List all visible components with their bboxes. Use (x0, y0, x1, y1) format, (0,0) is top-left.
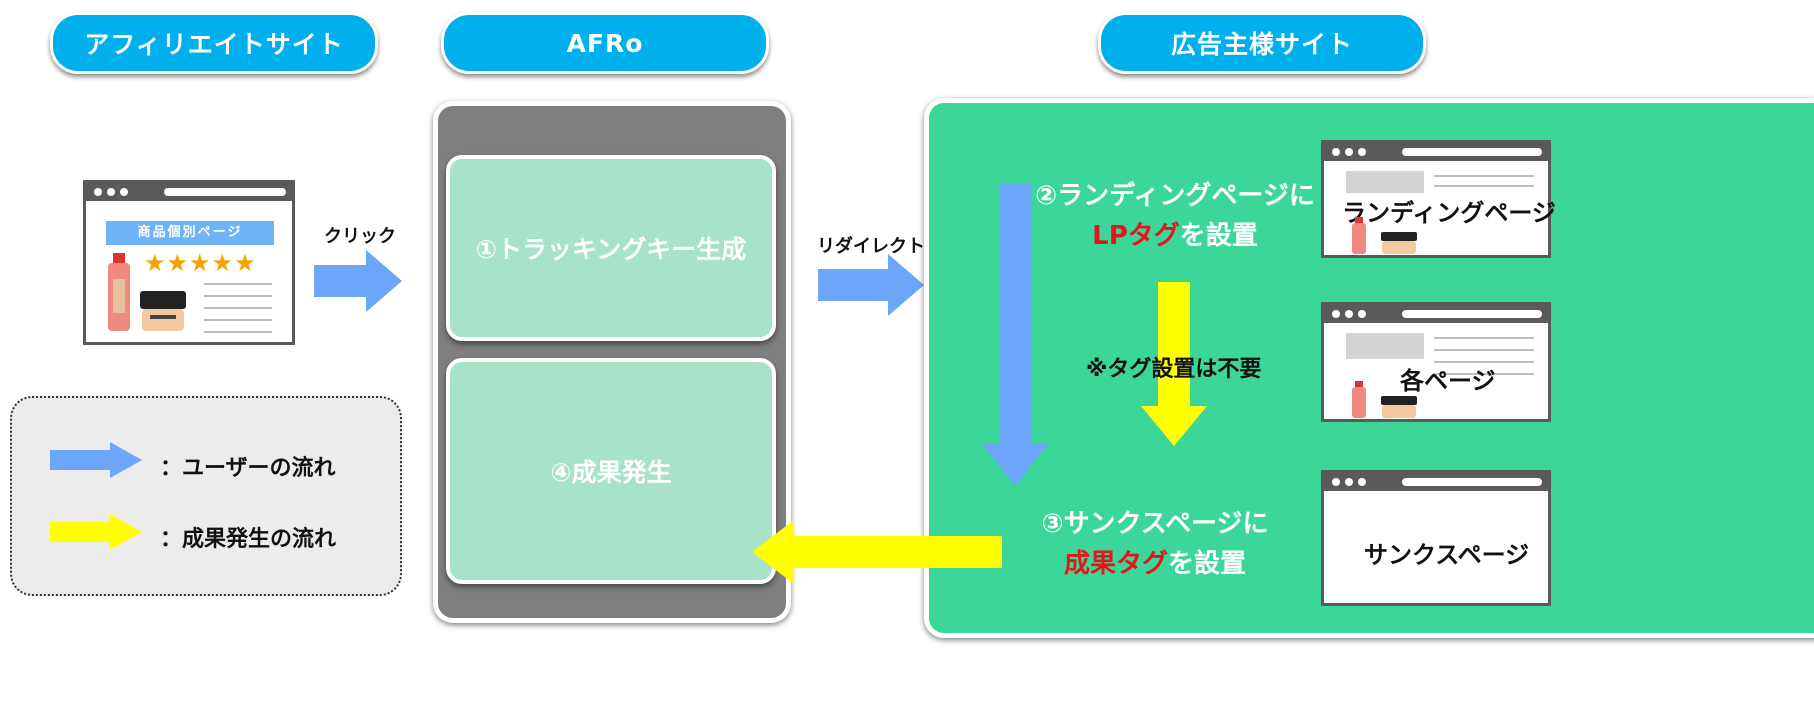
cream-jar-icon (1381, 232, 1417, 254)
legend-conversion-arrow (50, 514, 142, 550)
user-flow-arrow-click (314, 250, 402, 312)
header-afro: AFRo (441, 12, 769, 74)
thanks-page-step-text: ③サンクスページに 成果タグを設置 (1030, 504, 1280, 584)
landing-step-suffix: を設置 (1179, 221, 1258, 251)
each-page-browser: 各ページ (1321, 302, 1551, 422)
user-flow-arrow-down (982, 184, 1048, 486)
conversion-flow-arrow-left (752, 520, 1002, 584)
thanks-page-label: サンクスページ (1364, 541, 1530, 569)
redirect-label: リダイレクト (817, 236, 925, 257)
browser-window-icon: 商品個別ページ ★★★★★ (83, 180, 295, 345)
thanks-step-suffix: を設置 (1168, 549, 1247, 579)
conversion-step: ④成果発生 (446, 358, 776, 584)
each-page-label: 各ページ (1400, 367, 1496, 395)
click-label: クリック (324, 226, 396, 247)
browser-titlebar (86, 183, 292, 201)
tracking-key-step: ①トラッキングキー生成 (446, 155, 776, 341)
no-tag-note: ※タグ設置は不要 (1086, 357, 1262, 382)
star-icon: ★ (144, 249, 167, 277)
conversion-flow-arrow-down (1141, 282, 1207, 446)
thanks-step-line1: ③サンクスページに (1041, 509, 1269, 539)
legend-user-flow: ：ユーザーの流れ (160, 456, 336, 481)
legend-box (10, 396, 402, 596)
landing-step-line1: ②ランディングページに (1035, 181, 1315, 211)
star-icon: ★ (211, 249, 235, 277)
lotion-bottle-icon (1352, 381, 1366, 418)
cream-jar-icon (140, 291, 186, 331)
thanks-page-browser: サンクスページ (1321, 470, 1551, 606)
cream-jar-icon (1381, 396, 1417, 418)
star-icon: ★ (166, 249, 190, 277)
header-advertiser-site: 広告主様サイト (1098, 12, 1426, 74)
landing-page-browser: ランディングページ (1321, 140, 1556, 258)
star-icon: ★ (234, 249, 257, 277)
landing-page-step-text: ②ランディングページに LPタグを設置 (1030, 176, 1320, 256)
user-flow-arrow-redirect (818, 254, 924, 316)
landing-page-label: ランディングページ (1342, 199, 1556, 227)
lotion-bottle-icon (108, 253, 130, 331)
legend-conversion-flow: ：成果発生の流れ (160, 527, 337, 552)
legend-user-arrow (50, 442, 142, 478)
lp-tag-text: LPタグ (1092, 221, 1180, 251)
product-page-title: 商品個別ページ (106, 221, 274, 245)
conversion-tag-text: 成果タグ (1063, 549, 1168, 579)
header-affiliate-site: アフィリエイトサイト (50, 12, 378, 74)
lotion-bottle-icon (1352, 217, 1366, 254)
star-icon: ★ (189, 249, 212, 277)
